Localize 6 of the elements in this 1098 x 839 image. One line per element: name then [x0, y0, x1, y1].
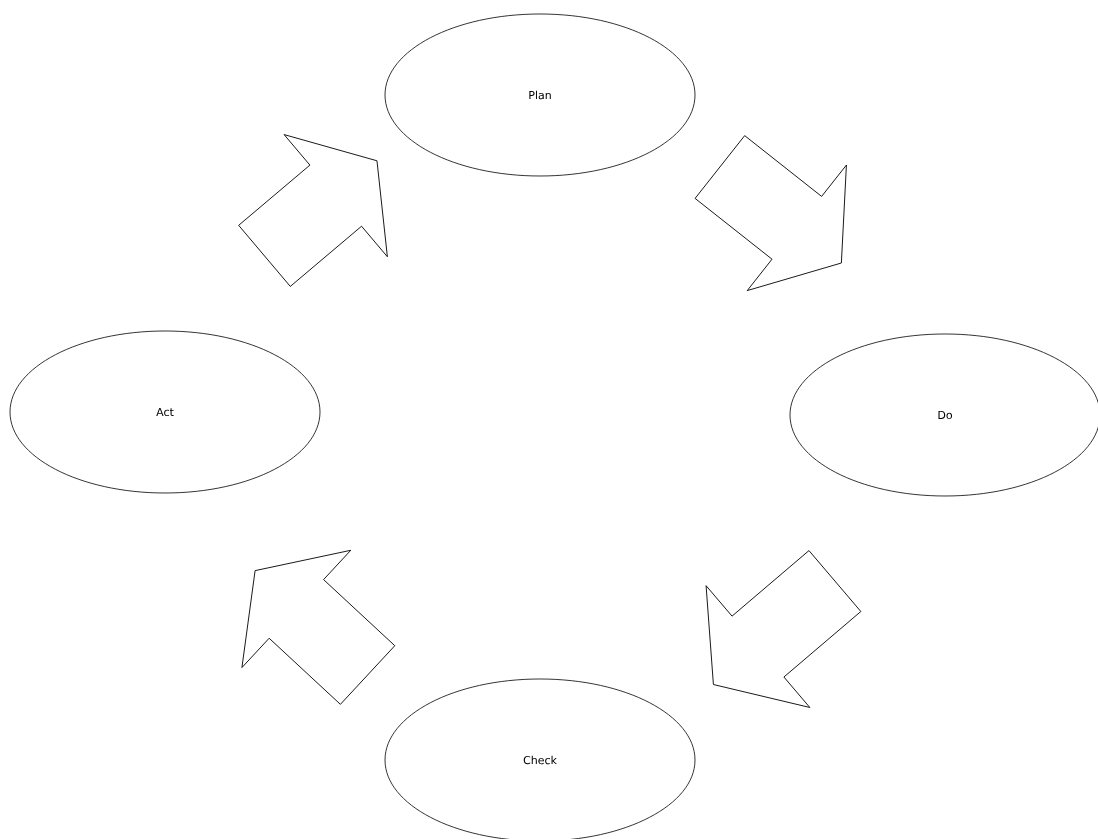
block-arrow [694, 135, 847, 292]
ellipse-node: Act [9, 330, 321, 494]
block-arrow [705, 550, 862, 708]
block-arrow [241, 549, 396, 705]
block-arrow [238, 134, 388, 287]
ellipse-node: Plan [384, 13, 696, 177]
